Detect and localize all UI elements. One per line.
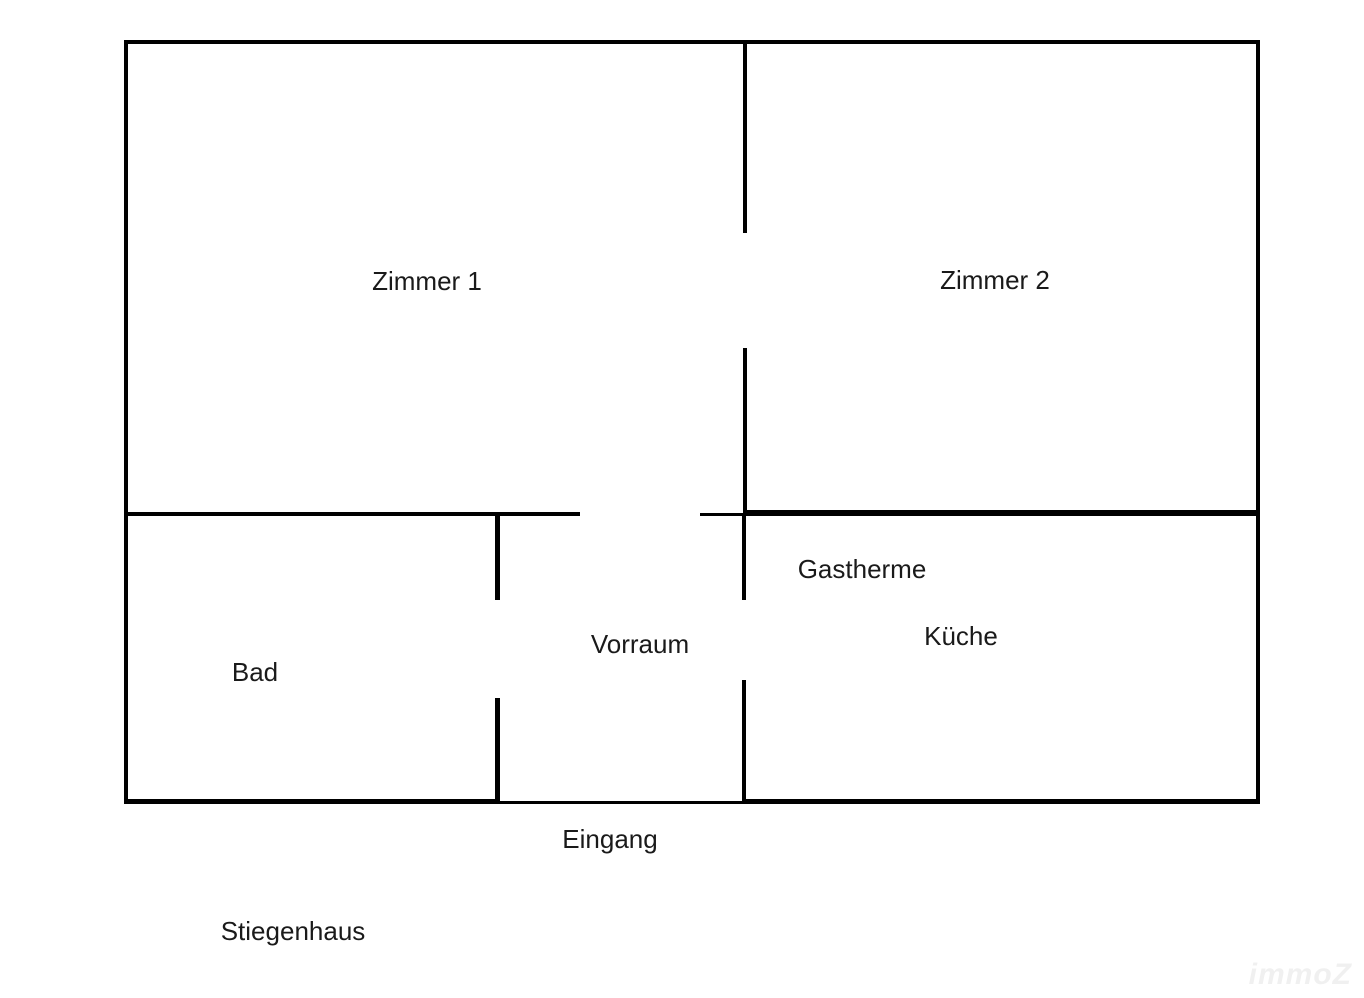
- wall-mid-short: [700, 513, 745, 516]
- wall-kueche-divider-bottom: [742, 680, 746, 804]
- room-label-zimmer-1: Zimmer 1: [372, 266, 482, 296]
- wall-bad-divider-bottom: [495, 698, 500, 804]
- wall-mid-right: [745, 510, 1260, 516]
- room-label-stiegenhaus: Stiegenhaus: [220, 916, 366, 946]
- wall-mid-left: [124, 512, 580, 516]
- wall-kueche-divider-top: [742, 516, 746, 600]
- room-label-zimmer-2: Zimmer 2: [940, 265, 1050, 295]
- wall-bottom-left: [124, 799, 500, 804]
- room-label-eingang: Eingang: [562, 824, 658, 854]
- room-label-kueche: Küche: [924, 621, 998, 651]
- watermark-immoz-logo: immoZ: [1248, 958, 1352, 991]
- wall-bottom-entrance: [500, 801, 745, 804]
- room-label-bad: Bad: [231, 657, 279, 687]
- wall-outer-left: [124, 40, 128, 804]
- wall-outer-top: [124, 40, 1260, 44]
- wall-zimmer-divider-bottom: [743, 348, 747, 515]
- wall-zimmer-divider-top: [743, 44, 747, 233]
- room-label-vorraum: Vorraum: [590, 629, 690, 659]
- room-label-gastherme: Gastherme: [797, 554, 927, 584]
- wall-bottom-right: [742, 799, 1260, 804]
- wall-outer-right: [1256, 40, 1260, 804]
- wall-bad-divider-top: [495, 516, 500, 600]
